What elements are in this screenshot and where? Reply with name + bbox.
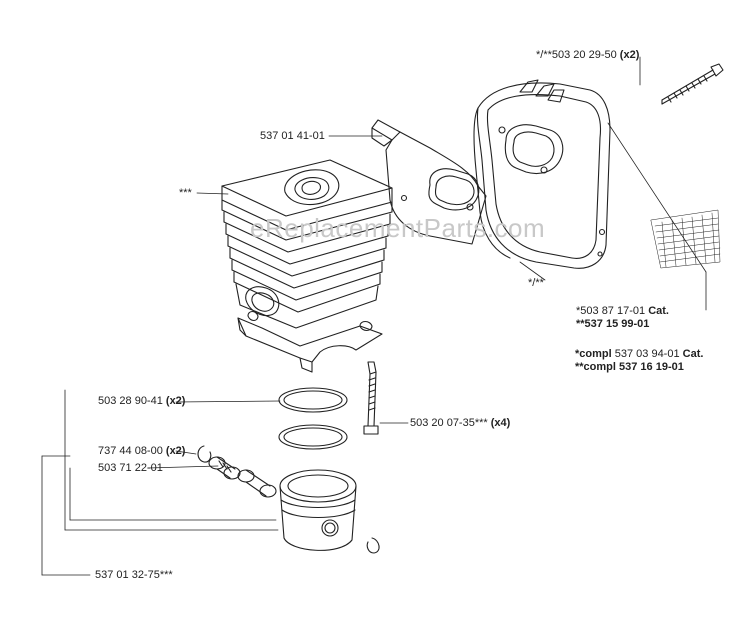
label-screw: 503 20 07-35*** (x4) [410, 417, 510, 430]
label-bracket-part: 537 01 41-01 [260, 130, 325, 142]
label-muffler: */** [528, 277, 544, 290]
label-pinbearing-part: 503 71 22-01 [98, 462, 163, 474]
label-compl2: **compl 537 16 19-01 [575, 361, 684, 374]
label-cat1-qty: Cat. [648, 305, 669, 317]
label-muffler-part: */** [528, 277, 544, 289]
label-screw-qty: (x4) [490, 417, 511, 429]
label-bolt: */**503 20 29-50 (x2) [536, 49, 639, 62]
label-cylinder: *** [179, 187, 192, 200]
spark-arrestor-screen [650, 209, 721, 269]
label-rings-qty: (x2) [165, 395, 186, 407]
label-compl1-part: *compl [575, 348, 612, 360]
label-rings-part: 503 28 90-41 [98, 395, 163, 407]
label-bolt-qty: (x2) [619, 49, 640, 61]
label-compl1: *compl 537 03 94-01 Cat. [575, 348, 703, 361]
needle-bearing [208, 456, 241, 480]
piston [279, 469, 357, 551]
label-cat1-part: *503 87 17-01 [576, 305, 646, 317]
label-cat2-part: **537 15 99-01 [576, 318, 650, 330]
label-pinbearing: 503 71 22-01 [98, 462, 163, 475]
muffler [473, 79, 611, 269]
label-piston: 537 01 32-75*** [95, 569, 173, 582]
label-cat1: *503 87 17-01 Cat. [576, 305, 669, 318]
muffler-bolt [661, 63, 724, 105]
label-compl1-qty: Cat. [682, 348, 704, 360]
label-circlip-part: 737 44 08-00 [98, 445, 163, 457]
label-compl2-part: **compl 537 16 19-01 [575, 361, 684, 373]
label-cat2: **537 15 99-01 [576, 318, 649, 331]
muffler-bracket [371, 119, 487, 245]
label-bracket: 537 01 41-01 [260, 130, 325, 143]
circlips [197, 445, 380, 554]
cylinder-screw [363, 361, 379, 435]
label-circlip: 737 44 08-00 (x2) [98, 445, 185, 458]
label-cylinder-part: *** [179, 187, 192, 199]
label-rings: 503 28 90-41 (x2) [98, 395, 185, 408]
leader-lines [41, 56, 707, 576]
label-piston-part: 537 01 32-75*** [95, 569, 173, 581]
cylinder [221, 159, 393, 373]
label-circlip-qty: (x2) [165, 445, 186, 457]
piston-rings [278, 387, 348, 450]
label-screw-part: 503 20 07-35*** [410, 417, 488, 429]
piston-pin [237, 469, 277, 498]
label-bolt-part: */**503 20 29-50 [536, 49, 617, 61]
label-compl1-mid: 537 03 94-01 [614, 348, 680, 360]
watermark: eReplacementParts.com [250, 213, 546, 243]
